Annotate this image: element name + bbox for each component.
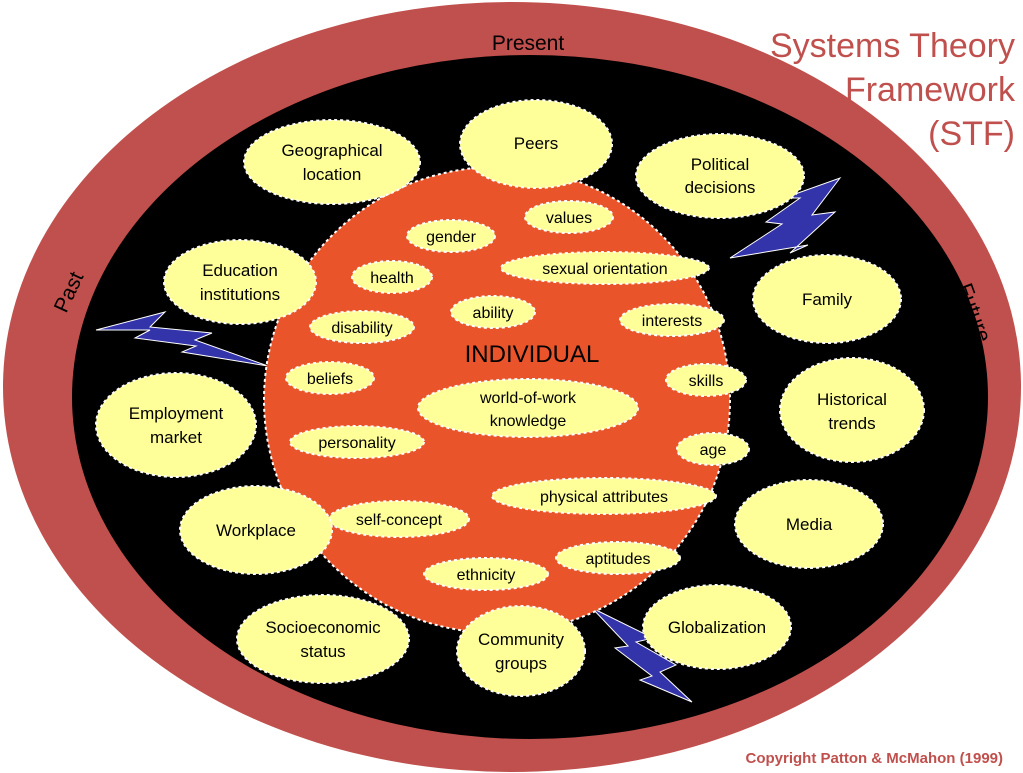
bubble-interests <box>619 303 725 337</box>
text-status: status <box>300 642 345 661</box>
bubble-health <box>351 260 433 294</box>
text-family: Family <box>802 290 853 309</box>
text-age: age <box>700 442 727 459</box>
bubble-workplace <box>179 485 333 575</box>
lightning-bolt-lower <box>591 607 693 703</box>
text-employment: Employment <box>129 404 224 423</box>
text-personality: personality <box>318 435 395 452</box>
diagram-title: Systems Theory Framework (STF) <box>695 24 1015 156</box>
text-sexual-orientation: sexual orientation <box>542 261 667 278</box>
text-globalization: Globalization <box>668 618 766 637</box>
text-institutions: institutions <box>200 285 280 304</box>
bubble-personality <box>289 425 425 459</box>
text-education: Education <box>202 261 278 280</box>
bubble-gender <box>406 219 496 253</box>
bubble-historical-trends <box>779 357 925 463</box>
text-historical: Historical <box>817 390 887 409</box>
text-self-concept: self-concept <box>356 512 443 529</box>
text-political: Political <box>691 155 750 174</box>
bubble-ability <box>450 295 536 329</box>
text-beliefs: beliefs <box>307 371 353 388</box>
text-socioeconomic: Socioeconomic <box>265 618 381 637</box>
text-gender: gender <box>426 229 476 246</box>
bubble-education-institutions <box>163 239 317 325</box>
bubble-peers <box>459 99 613 189</box>
text-workplace: Workplace <box>216 521 296 540</box>
text-groups: groups <box>495 654 547 673</box>
title-line-2: Framework <box>844 71 1015 109</box>
bubble-aptitudes <box>555 541 681 575</box>
text-peers: Peers <box>514 134 558 153</box>
bubble-world-of-work <box>417 378 639 438</box>
text-market: market <box>150 428 202 447</box>
text-health: health <box>370 270 414 287</box>
bubble-sexual-orientation <box>500 251 710 285</box>
text-community: Community <box>478 630 564 649</box>
text-location: location <box>303 165 362 184</box>
text-disability: disability <box>331 320 392 337</box>
title-line-3: (STF) <box>928 115 1015 153</box>
text-physical-attributes: physical attributes <box>540 489 668 506</box>
text-trends: trends <box>828 414 875 433</box>
text-geographical: Geographical <box>281 141 382 160</box>
bubble-beliefs <box>285 361 375 395</box>
text-aptitudes: aptitudes <box>586 551 651 568</box>
bubble-physical-attributes <box>491 477 717 515</box>
bubble-family <box>752 254 902 344</box>
bubble-socioeconomic-status <box>236 594 410 684</box>
title-line-1: Systems Theory <box>769 27 1015 65</box>
bubble-geographical-location <box>243 119 421 205</box>
bubble-skills <box>665 363 747 397</box>
text-media: Media <box>786 515 833 534</box>
text-ability: ability <box>473 305 514 322</box>
bubble-disability <box>309 310 415 344</box>
text-ethnicity: ethnicity <box>457 567 516 584</box>
bubble-ethnicity <box>423 557 549 591</box>
bubble-media <box>734 479 884 569</box>
bubble-age <box>676 432 750 466</box>
text-values: values <box>546 210 592 227</box>
text-skills: skills <box>689 373 724 390</box>
text-world-of-work-line2: knowledge <box>490 413 567 430</box>
lightning-bolt-upper-right <box>729 176 842 259</box>
bubble-employment-market <box>95 372 257 478</box>
text-world-of-work-line1: world-of-work <box>479 390 577 407</box>
bubble-community-groups <box>456 605 586 697</box>
individual-label: INDIVIDUAL <box>465 341 600 368</box>
label-present: Present <box>492 32 565 55</box>
bubble-values <box>524 200 614 234</box>
copyright-notice: Copyright Patton & McMahon (1999) <box>745 750 1003 767</box>
text-interests: interests <box>642 313 702 330</box>
bubble-political-decisions <box>635 133 805 219</box>
bubble-globalization <box>642 584 792 670</box>
text-decisions: decisions <box>685 178 756 197</box>
